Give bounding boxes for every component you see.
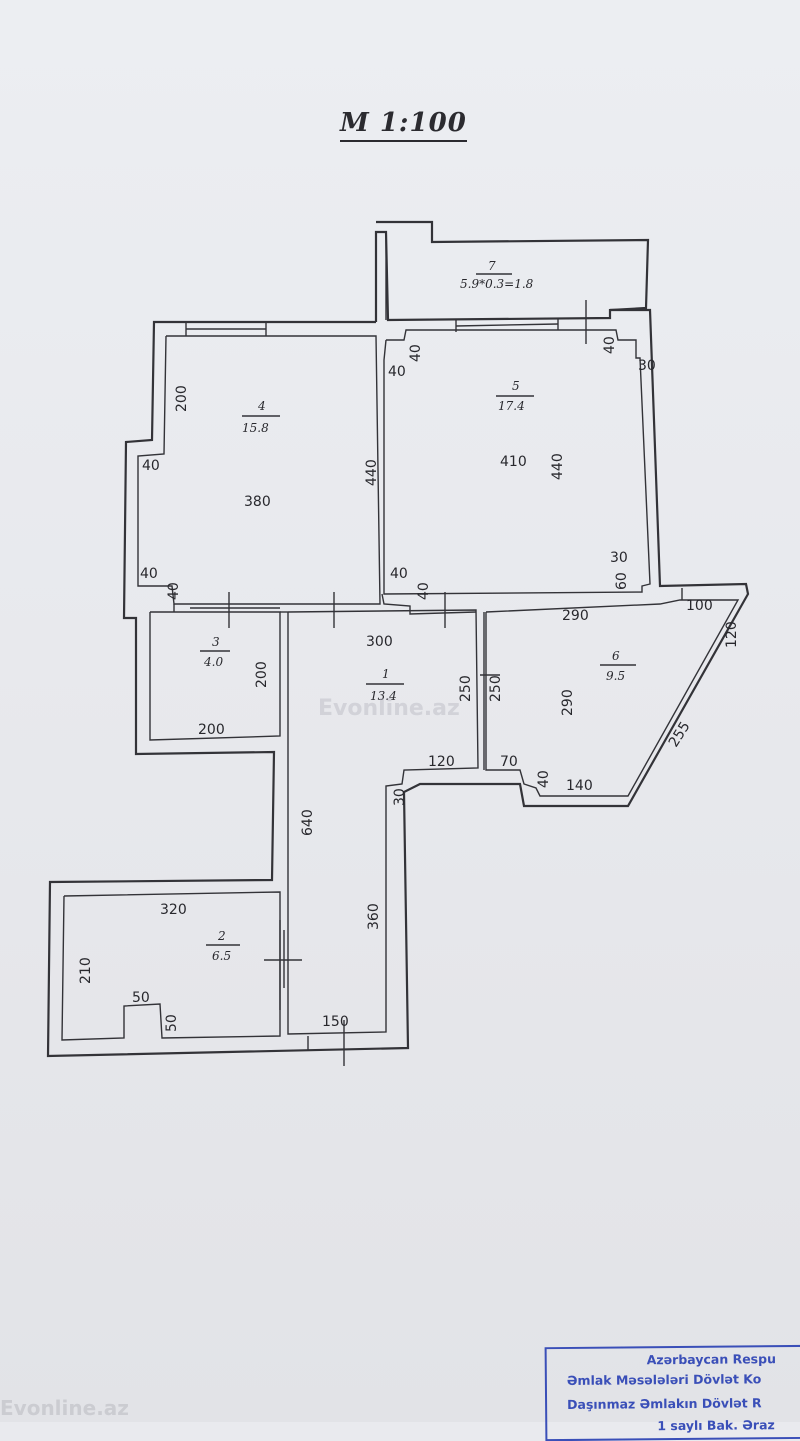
dim-r5-bottom-40a: 40 (390, 566, 408, 582)
room-6-area: 9.5 (606, 669, 625, 683)
dim-r5-bottom-40b: 40 (416, 582, 432, 600)
room-labels: 7 5.9*0.3=1.8 4 15.8 5 17.4 3 4.0 1 13.4… (200, 259, 636, 963)
room-1-area: 13.4 (370, 689, 397, 703)
watermark: Evonline.az (318, 696, 460, 721)
room-4-number: 4 (257, 399, 266, 413)
room-5-area: 17.4 (498, 399, 525, 413)
balcony-walls (374, 220, 650, 322)
dim-r6-120: 120 (724, 621, 740, 648)
dim-r3-width: 200 (198, 722, 225, 738)
dim-r1-360: 360 (366, 903, 382, 930)
scale-title: M 1:100 (340, 108, 467, 142)
room-5-number: 5 (512, 379, 520, 393)
stamp-line-1: Azərbaycan Respu (646, 1351, 777, 1368)
room-3-area: 4.0 (203, 655, 223, 669)
dim-r1-250a: 250 (458, 675, 474, 702)
dim-r6-70: 70 (500, 754, 518, 770)
official-stamp: Azərbaycan Respu Əmlak Məsələləri Dövlət… (544, 1344, 800, 1441)
room-7-number: 7 (488, 259, 496, 273)
dim-r2-320: 320 (160, 902, 187, 918)
inner-walls (61, 300, 740, 1066)
room-4-area: 15.8 (242, 421, 269, 435)
dim-r4-bottom-40a: 40 (140, 566, 158, 582)
stamp-line-2: Əmlak Məsələləri Dövlət Ko (566, 1371, 762, 1389)
dim-r5-30-right: 30 (638, 358, 656, 374)
dim-r1-640: 640 (300, 809, 316, 836)
dim-r5-30-bottom: 30 (610, 550, 628, 566)
dim-r2-50a: 50 (132, 990, 150, 1006)
dim-r6-140: 140 (566, 778, 593, 794)
dim-r1-width: 300 (366, 634, 393, 650)
dim-r5-40-left: 40 (388, 364, 406, 380)
dim-r4-height: 440 (364, 459, 380, 486)
dim-r2-50b: 50 (164, 1014, 180, 1032)
stamp-line-3: Daşınmaz Əmlakın Dövlət R (567, 1395, 762, 1413)
room-7-area: 5.9*0.3=1.8 (460, 277, 534, 291)
dimension-labels: 200 40 380 440 40 40 40 40 40 30 410 440… (78, 336, 740, 1032)
dim-r6-100: 100 (686, 598, 713, 614)
room-3-number: 3 (212, 635, 220, 649)
room-2-number: 2 (217, 929, 226, 943)
dim-r5-height: 440 (550, 453, 566, 480)
dim-r5-40-right: 40 (602, 336, 618, 354)
dim-r6-290-top: 290 (562, 608, 589, 624)
dim-r5-40-top: 40 (408, 344, 424, 362)
dim-r4-top: 200 (174, 385, 190, 412)
dim-r1-120: 120 (428, 754, 455, 770)
outer-walls (46, 308, 750, 1058)
room-1-number: 1 (382, 667, 390, 681)
dim-r2-210: 210 (78, 957, 94, 984)
dim-r6-40: 40 (536, 770, 552, 788)
dim-r5-width: 410 (500, 454, 527, 470)
dim-r1-30: 30 (392, 788, 408, 806)
room-6-number: 6 (612, 649, 620, 663)
dim-r4-left40: 40 (142, 458, 160, 474)
dim-r5-60: 60 (614, 572, 630, 590)
stamp-line-4: 1 saylı Bak. Əraz (657, 1417, 775, 1434)
dim-r6-290-left: 290 (560, 689, 576, 716)
dim-r3-height: 200 (254, 661, 270, 688)
dim-r6-255: 255 (666, 719, 694, 750)
room-2-area: 6.5 (212, 949, 231, 963)
dim-r1-250b: 250 (488, 675, 504, 702)
dim-r1-150: 150 (322, 1014, 349, 1030)
watermark-bottom-left: Evonline.az (0, 1396, 129, 1420)
dim-r4-bottom-40b: 40 (166, 582, 182, 600)
dim-r4-width: 380 (244, 494, 271, 510)
